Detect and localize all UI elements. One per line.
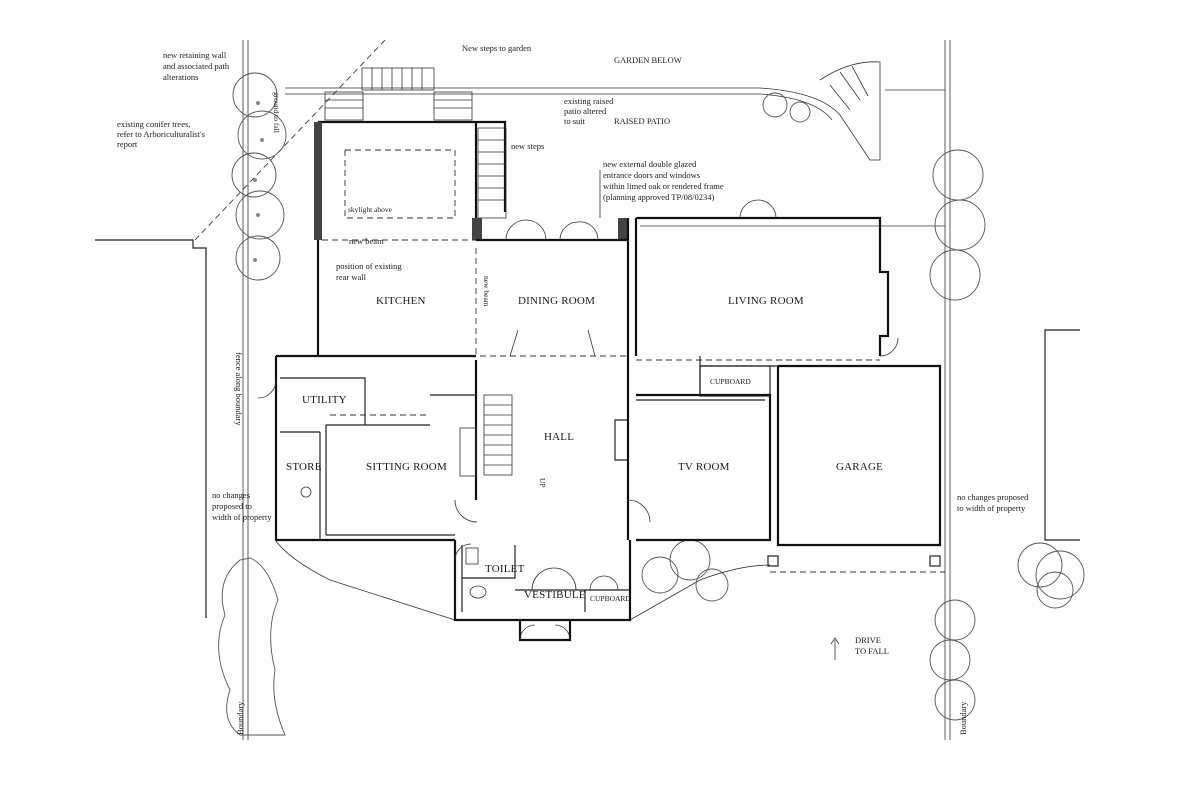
note-up: UP	[538, 478, 547, 488]
note-new-steps: new steps	[511, 141, 544, 151]
label-tv-room: TV ROOM	[678, 461, 730, 473]
room-labels: KITCHEN DINING ROOM LIVING ROOM UTILITY …	[286, 295, 883, 603]
note-new-steps-garden: New steps to garden	[462, 43, 532, 53]
label-utility: UTILITY	[302, 394, 347, 406]
label-cupboard-front: CUPBOARD	[590, 594, 631, 603]
note-retaining-wall: new retaining wall and associated path a…	[163, 50, 231, 82]
note-fence: fence along boundary	[234, 352, 244, 426]
label-sitting-room: SITTING ROOM	[366, 461, 447, 473]
label-garage: GARAGE	[836, 461, 883, 473]
conifer-trees-left	[218, 72, 287, 736]
note-boundary-right: Boundary	[958, 701, 968, 735]
label-cupboard-living: CUPBOARD	[710, 377, 751, 386]
note-existing-rear-wall: position of existing rear wall	[336, 261, 404, 282]
note-ground-to-fall: ground to fall	[272, 92, 281, 133]
label-dining-room: DINING ROOM	[518, 295, 595, 307]
note-no-changes-right: no changes proposed to width of property	[957, 492, 1030, 513]
trees-right	[762, 92, 1085, 721]
label-kitchen: KITCHEN	[376, 295, 426, 307]
note-new-beam-horizontal: new beam	[349, 236, 384, 246]
house-walls	[257, 67, 942, 660]
label-living-room: LIVING ROOM	[728, 295, 804, 307]
note-existing-patio: existing raised patio altered to suit	[564, 96, 615, 126]
note-no-changes-left: no changes proposed to width of property	[212, 490, 272, 522]
note-external-doors: new external double glazed entrance door…	[603, 159, 726, 202]
note-garden-below: GARDEN BELOW	[614, 55, 682, 65]
shrubs-front	[641, 539, 729, 602]
label-store: STORE	[286, 461, 322, 473]
note-new-beam-vertical: new beam	[482, 276, 491, 307]
note-conifer-trees: existing conifer trees, refer to Arboric…	[117, 119, 207, 149]
note-skylight: skylight above	[348, 205, 393, 214]
site-lines	[95, 39, 1080, 740]
label-toilet: TOILET	[485, 563, 525, 575]
label-hall: HALL	[544, 431, 574, 443]
label-vestibule: VESTIBULE	[524, 589, 586, 601]
note-boundary-left: Boundary	[235, 701, 245, 735]
note-raised-patio: RAISED PATIO	[614, 116, 670, 126]
note-drive: DRIVE TO FALL	[855, 635, 889, 656]
annotations: new retaining wall and associated path a…	[117, 43, 1030, 735]
